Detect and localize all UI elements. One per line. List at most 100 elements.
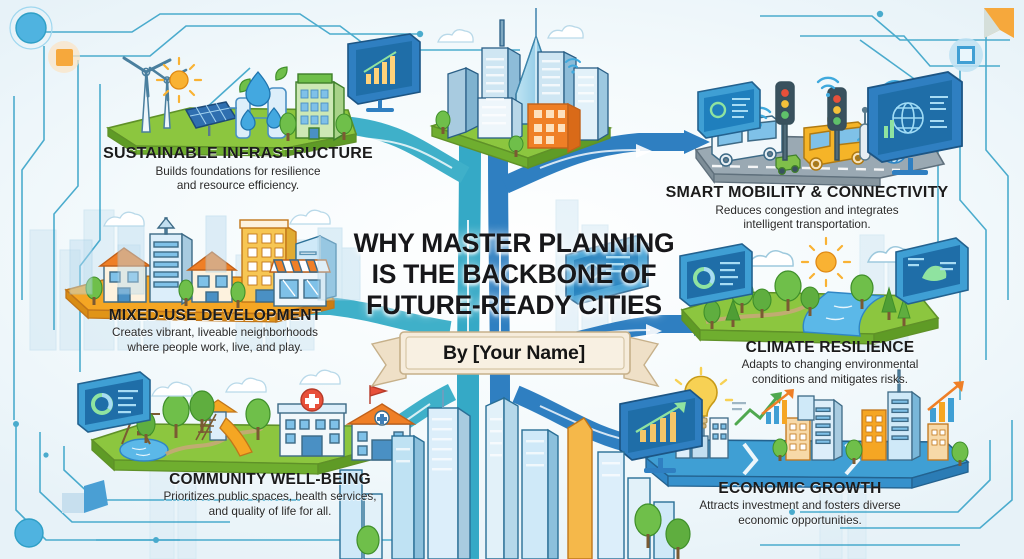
node-title: MIXED-USE DEVELOPMENT (108, 307, 322, 324)
monitor-donut-chart-icon (679, 243, 753, 307)
cloud-icon (746, 250, 794, 267)
car-icon (775, 154, 801, 176)
tree-icon (279, 112, 297, 141)
water-drop-icon (240, 71, 282, 131)
solar-panel-icon (184, 101, 238, 136)
wifi-signal-icon (565, 58, 581, 74)
tablet-dashboard-icon (697, 81, 761, 139)
playground-slide-icon (195, 399, 253, 457)
apartment-icon (149, 216, 193, 306)
node-description-line-2: conditions and mitigates risks. (752, 372, 908, 386)
byline-text: By [Your Name] (442, 342, 586, 364)
tree-icon (897, 296, 911, 326)
headline-line-2: IS THE BACKBONE OF (371, 259, 657, 289)
headline-line-3: FUTURE-READY CITIES (366, 290, 662, 320)
node-description-line-2: intelligent transportation. (743, 218, 871, 232)
headline-line-1: WHY MASTER PLANNING (353, 228, 675, 258)
node-description-line-2: and quality of life for all. (208, 504, 332, 518)
tree-icon (634, 503, 662, 548)
node-description: Creates vibrant, liveable neighborhoods … (0, 326, 430, 355)
node-description-line-2: where people work, live, and play. (127, 340, 303, 354)
sun-icon (800, 236, 852, 288)
tree-icon (435, 110, 451, 134)
tree-icon (178, 279, 194, 306)
tree-icon (85, 276, 103, 305)
tree-icon (665, 518, 691, 559)
node-description-line-1: Prioritizes public spaces, health servic… (163, 490, 377, 504)
blue-circle-node-bottom (14, 518, 44, 548)
node-description-line-1: Reduces congestion and integrates (715, 203, 899, 217)
node-label-climate-resilience: CLIMATE RESILIENCE Adapts to changing en… (630, 339, 1024, 387)
node-description-line-1: Attracts investment and fosters diverse (699, 499, 901, 513)
faded-city-backdrop (69, 215, 361, 301)
sun-icon (155, 56, 203, 104)
node-title: CLIMATE RESILIENCE (745, 339, 915, 356)
tablet-dashboard-icon (565, 235, 649, 305)
blue-polygon-shape (62, 480, 108, 513)
monitor-globe-icon (867, 71, 963, 175)
traffic-light-icon (827, 87, 847, 161)
tree-icon (245, 398, 271, 440)
node-description-line-1: Creates vibrant, liveable neighborhoods (112, 326, 318, 340)
tree-icon (725, 298, 741, 327)
tree-icon (774, 270, 802, 311)
monitor-donut-chart-icon (77, 371, 151, 433)
tree-icon (800, 286, 820, 316)
cloud-icon (225, 377, 267, 393)
cloud-icon (151, 381, 193, 397)
tree-icon (230, 281, 246, 308)
pond-icon (119, 438, 169, 462)
house-icon (97, 247, 153, 303)
node-label-community-well-being: COMMUNITY WELL-BEING Prioritizes public … (50, 471, 490, 519)
orange-square-node (48, 41, 80, 73)
branch-mixed-use (292, 297, 452, 339)
node-description: Attracts investment and fosters diverse … (580, 499, 1020, 528)
node-description: Prioritizes public spaces, health servic… (50, 490, 490, 519)
orange-corner-shape (984, 8, 1014, 38)
house-icon (185, 251, 239, 303)
node-label-economic-growth: ECONOMIC GROWTH Attracts investment and … (580, 480, 1020, 528)
node-description-line-1: Adapts to changing environmental (741, 358, 919, 372)
node-description-line-2: economic opportunities. (738, 513, 862, 527)
tree-icon (752, 288, 772, 318)
node-description: Adapts to changing environmental conditi… (630, 358, 1024, 387)
wifi-signal-icon (816, 76, 840, 97)
node-description: Reduces congestion and integrates intell… (592, 204, 1022, 233)
bar-chart-icon (761, 389, 794, 424)
byline-banner-wrap: By [Your Name] (370, 330, 660, 390)
node-title: COMMUNITY WELL-BEING (169, 471, 371, 488)
tree-icon (850, 274, 874, 309)
page-title: WHY MASTER PLANNING IS THE BACKBONE OF F… (332, 228, 696, 321)
accent-building (527, 102, 581, 154)
cloud-icon (103, 211, 145, 227)
tree-icon (772, 438, 788, 461)
node-title: SMART MOBILITY & CONNECTIVITY (665, 184, 949, 201)
branch-mobility (501, 133, 690, 194)
blue-square-node-top-right (949, 38, 983, 72)
tree-icon (845, 439, 863, 464)
tree-icon (951, 441, 969, 466)
node-title: ECONOMIC GROWTH (718, 480, 882, 497)
hospital-cross-icon (277, 388, 347, 457)
traffic-light-icon (775, 81, 795, 161)
cloud-icon (299, 369, 341, 385)
bar-chart-icon (927, 381, 964, 422)
tree-icon (703, 300, 721, 329)
node-description-line-2: and resource efficiency. (176, 179, 300, 193)
tree-icon (881, 286, 897, 320)
monitor-growth-chart-icon (619, 389, 703, 473)
circuit-corner-bottom-right (760, 420, 1013, 546)
node-description: Builds foundations for resilience and re… (8, 165, 468, 194)
blue-circle-node (15, 12, 47, 44)
cloud-icon (437, 29, 474, 43)
tree-icon (335, 113, 353, 140)
